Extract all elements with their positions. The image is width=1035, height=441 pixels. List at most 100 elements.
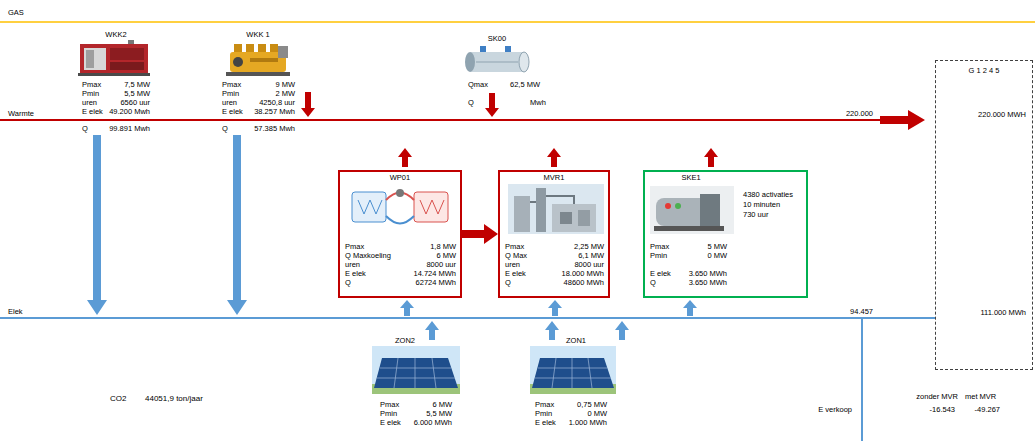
heat-arrow (485, 93, 499, 117)
heat-arrow (704, 148, 718, 167)
text-label: met MVR (965, 392, 996, 401)
equipment-box: SKE14380 activaties10 minuten730 uurPmax… (643, 170, 808, 298)
text-label: 0 MW (587, 409, 607, 418)
text-label: Warmte (8, 109, 34, 118)
vapour-recompression-image (552, 204, 596, 232)
text-label: -16.543 (930, 405, 955, 414)
table-cell: 0 MW (707, 251, 727, 260)
text-label: 4250,8 uur (259, 98, 295, 107)
boiler-image (470, 52, 524, 72)
heat-arrow (547, 148, 561, 167)
heat-pump-image (352, 189, 448, 224)
text-label: Mwh (530, 98, 546, 107)
text-label: 6560 uur (120, 98, 150, 107)
gas-engine-image (234, 44, 242, 53)
text-label: E elek (535, 418, 556, 427)
table-cell: 111.000 MWh (980, 308, 1026, 317)
electric-boiler-image (650, 186, 734, 234)
table-cell: 18.000 MWh (561, 269, 604, 278)
text-label: E elek (222, 107, 243, 116)
table-cell: E elek (650, 269, 671, 278)
table-cell: Q (650, 278, 656, 287)
table-cell: uren (505, 260, 520, 269)
gas-engine-image (250, 58, 278, 62)
gas-engine-image (233, 57, 243, 67)
boiler-image (465, 52, 475, 72)
box-heading: MVR1 (544, 173, 565, 182)
text-label: Qmax (468, 80, 488, 89)
text-label: 7,5 MW (124, 80, 150, 89)
chp-unit-image (78, 40, 150, 76)
text-label: Pmax (535, 400, 554, 409)
electricity-line (0, 317, 935, 319)
vapour-recompression-image (578, 210, 590, 226)
text-label: Pmin (82, 89, 99, 98)
vapour-recompression-image (508, 184, 604, 234)
text-label: SK00 (488, 34, 506, 43)
gas-line (0, 21, 1035, 23)
solar-panel-image (532, 358, 614, 388)
solar-panel-image (530, 346, 616, 394)
table-cell: 8000 uur (574, 260, 604, 269)
boiler-image (519, 52, 529, 72)
table-cell: Pmax (650, 242, 669, 251)
table-cell: 6,1 MW (578, 251, 604, 260)
text-label: E elek (82, 107, 103, 116)
gas-engine-image (226, 44, 290, 76)
text-label: 220.000 (846, 109, 873, 118)
text-label: uren (82, 98, 97, 107)
text-label: 57.385 Mwh (254, 124, 295, 133)
text-label: ZON2 (395, 336, 415, 345)
boiler-image (465, 46, 529, 72)
text-label: E verkoop (818, 405, 852, 414)
text-label: 9 MW (275, 80, 295, 89)
heat-line (0, 120, 880, 121)
gas-engine-image (226, 72, 290, 76)
flow-arrow (462, 230, 484, 238)
heat-arrow (880, 110, 925, 130)
text-label: Pmax (380, 400, 399, 409)
gas-engine-image (230, 52, 286, 72)
text-label: Q (222, 124, 228, 133)
box-heading: WP01 (390, 173, 410, 182)
table-cell: Pmax (345, 242, 364, 251)
chp-unit-image (110, 48, 144, 60)
chp-unit-image (78, 73, 150, 76)
table-cell: E elek (505, 269, 526, 278)
text-label: Pmin (380, 409, 397, 418)
electric-boiler-image (654, 226, 724, 231)
table-cell: 62724 MWh (416, 278, 456, 287)
electricity-line (0, 318, 935, 441)
equipment-box: WP01Pmax1,8 MWQ Maxkoeling6 MWuren8000 u… (338, 170, 462, 298)
boiler-image (476, 62, 518, 63)
heat-pump-image (420, 200, 444, 214)
solar-panel-image (372, 346, 616, 394)
text-label: ZON1 (566, 336, 586, 345)
text-label: 0,75 MW (577, 400, 607, 409)
text-label: Pmax (82, 80, 101, 89)
text-label: 62,5 MW (510, 80, 540, 89)
equipment-box: MVR1Pmax2,25 MWQ Max6,1 MWuren8000 uurE … (498, 170, 610, 298)
power-arrow (683, 300, 697, 316)
power-arrow (227, 135, 247, 315)
heat-pump-image (352, 192, 386, 222)
power-arrow (548, 300, 562, 316)
text-label: WKK2 (105, 30, 126, 39)
vapour-recompression-image (536, 188, 546, 232)
vapour-recompression-image (514, 196, 530, 232)
gas-engine-image (270, 44, 278, 53)
heat-arrow (301, 92, 315, 117)
heat-pump-image (386, 216, 414, 224)
gas-engine-image (278, 46, 288, 58)
text-label: 44051,9 ton/jaar (145, 394, 203, 403)
boiler-image (505, 46, 511, 53)
text-label: GAS (8, 8, 24, 17)
chp-unit-image (110, 62, 144, 70)
table-cell: 5 MW (707, 242, 727, 251)
table-cell: uren (345, 260, 360, 269)
text-label: 6 MW (432, 400, 452, 409)
text-label: 1.000 MWh (569, 418, 607, 427)
vapour-recompression-image (530, 196, 574, 204)
site-boundary-box: G 1 2 4 5220.000 MWH111.000 MWh (935, 60, 1033, 370)
